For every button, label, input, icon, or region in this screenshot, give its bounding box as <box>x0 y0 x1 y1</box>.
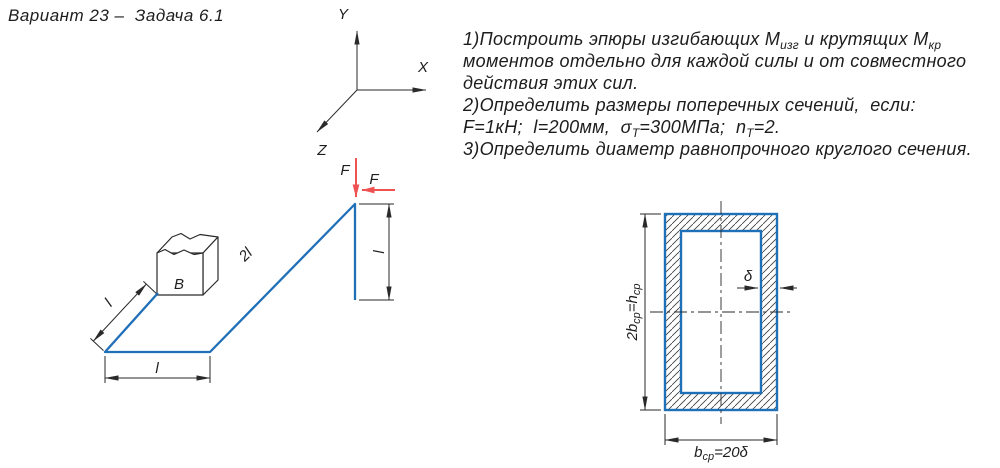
dim-label-l-right: l <box>371 250 388 254</box>
page-title: Вариант 23 – Задача 6.1 <box>8 6 225 25</box>
task-2-line-2: F=1кН; l=200мм, σТ=300МПа; nТ=2. <box>463 116 972 140</box>
cross-section: 2bср=hср bср=20δ δ <box>624 201 797 463</box>
task-2-values: =2. <box>753 117 781 137</box>
coordinate-axes: Y X Z <box>316 6 429 159</box>
subscript-kr: кр <box>928 38 942 52</box>
axis-y-label: Y <box>338 6 349 23</box>
task-1-text: действия этих сил. <box>463 73 639 93</box>
task-2-line-1: 2)Определить размеры поперечных сечений,… <box>463 94 972 116</box>
task-1-text: и крутящих М <box>798 29 929 49</box>
axis-z-arrow <box>316 89 358 133</box>
task-2-text: 2)Определить размеры поперечных сечений,… <box>463 95 916 115</box>
axis-z-label: Z <box>316 142 327 159</box>
axis-x-label: X <box>417 59 429 76</box>
section-height-dim-label: 2bср=hср <box>624 283 643 341</box>
dim-line-l-left <box>92 283 147 342</box>
task-2-values: =300МПа; n <box>639 117 747 137</box>
task-1-text: моментов отдельно для каждой силы и от с… <box>463 51 967 71</box>
subscript-izg: изг <box>780 38 799 52</box>
problem-statement: 1)Построить эпюры изгибающих Мизг и крут… <box>463 28 972 160</box>
section-thickness-label: δ <box>744 268 753 285</box>
support-cube: B <box>156 232 219 296</box>
subscript-t: Т <box>631 126 640 140</box>
force-horizontal-label: F <box>369 171 379 188</box>
task-1-line-1: 1)Построить эпюры изгибающих Мизг и крут… <box>463 28 972 52</box>
dim-label-l-bottom: l <box>155 360 159 377</box>
section-width-dim-label: bср=20δ <box>694 444 748 463</box>
task-3-line-1: 3)Определить диаметр равнопрочного кругл… <box>463 138 972 160</box>
dimension-lines: l 2l l l <box>90 203 394 383</box>
dim-label-l-left: l <box>101 295 116 310</box>
extension-line <box>143 281 157 294</box>
task-1-text: 1)Построить эпюры изгибающих М <box>463 29 781 49</box>
task-3-text: 3)Определить диаметр равнопрочного кругл… <box>463 139 972 159</box>
support-label: B <box>174 276 184 293</box>
extension-line <box>90 338 104 351</box>
force-arrows: F F <box>340 158 395 198</box>
subscript-t: Т <box>746 126 754 140</box>
force-vertical-label: F <box>340 162 350 179</box>
dim-label-2l: 2l <box>235 244 256 265</box>
cube-front-face <box>156 248 204 296</box>
task-2-values: F=1кН; l=200мм, σ <box>463 117 632 137</box>
section-hatching <box>665 214 777 410</box>
frame-rod <box>103 202 357 354</box>
task-1-line-2: моментов отдельно для каждой силы и от с… <box>463 50 972 72</box>
task-1-line-3: действия этих сил. <box>463 72 972 94</box>
